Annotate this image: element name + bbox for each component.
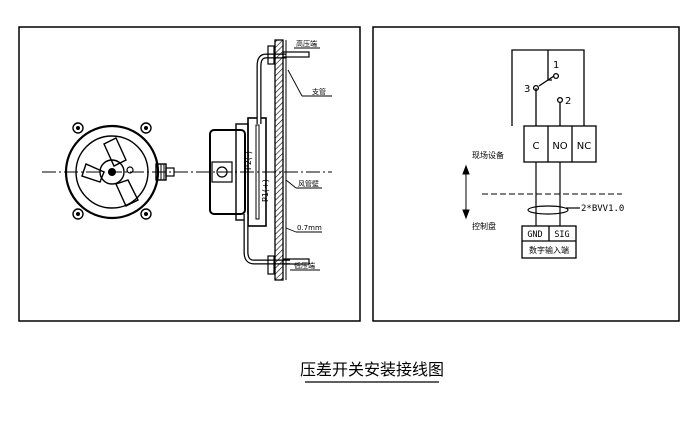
input-caption: 数字输入端 [529,245,569,255]
label-p1-port: P1(+) [261,179,270,202]
pin-label-3: 3 [524,84,530,95]
wiring-panel: 1 3 2 C NO NC 2*BVV1.0 现场设备 控制盘 [372,26,680,322]
switch-front-view [64,122,175,220]
label-support-tube: 支管 [312,87,326,96]
contact-1 [552,72,560,80]
mounting-ear-top-left [72,122,84,134]
cable-label: 2*BVV1.0 [581,204,624,214]
boundary-arrows [462,164,470,220]
switch-blade [538,75,555,87]
cable-sheath [527,205,569,215]
label-high-pressure-end: 高压端 [296,39,317,48]
label-low-pressure-end: 低压端 [294,261,315,270]
switch-schematic [511,49,585,126]
terminal-c: C [533,141,540,152]
switch-body [209,129,246,215]
rib-bottom [115,179,139,207]
label-duct-wall: 风管壁 [298,179,319,188]
label-control-panel: 控制盘 [472,221,496,231]
mounting-ear-bottom-right [140,208,152,220]
common-wire [511,49,552,126]
low-pressure-probe [282,258,310,265]
installation-panel: P2(-) P1(+) 高压端 支管 [18,26,361,322]
terminal-no: NO [552,141,567,152]
rib-top [103,137,127,167]
contact-2 [556,96,564,104]
installation-panel-frame [18,26,361,322]
pin-label-1: 1 [553,60,559,71]
mounting-ear-bottom-left [72,208,84,220]
pressure-tubes [243,53,290,265]
terminal-block: C NO NC [523,125,597,163]
input-sig: SIG [554,230,569,240]
contact-3 [532,84,540,92]
high-pressure-probe [282,51,310,58]
input-terminal-block: GND SIG 数字输入端 [521,225,577,259]
label-p2-port: P2(-) [244,151,253,170]
diagram-caption: 压差开关安装接线图 [300,360,444,379]
pin-label-2: 2 [565,96,571,107]
nc-terminal-wire [548,49,585,126]
duct-wall [267,39,310,281]
label-thickness: 0.7mm [297,224,322,232]
input-gnd: GND [527,230,542,240]
label-field-device: 现场设备 [472,150,504,160]
installation-annotations: 高压端 支管 风管壁 0.7mm 低压端 [285,39,332,271]
mounting-ear-top-right [140,122,152,134]
side-gland [216,166,228,178]
wiring-panel-frame [372,26,680,322]
terminal-nc: NC [577,141,591,152]
